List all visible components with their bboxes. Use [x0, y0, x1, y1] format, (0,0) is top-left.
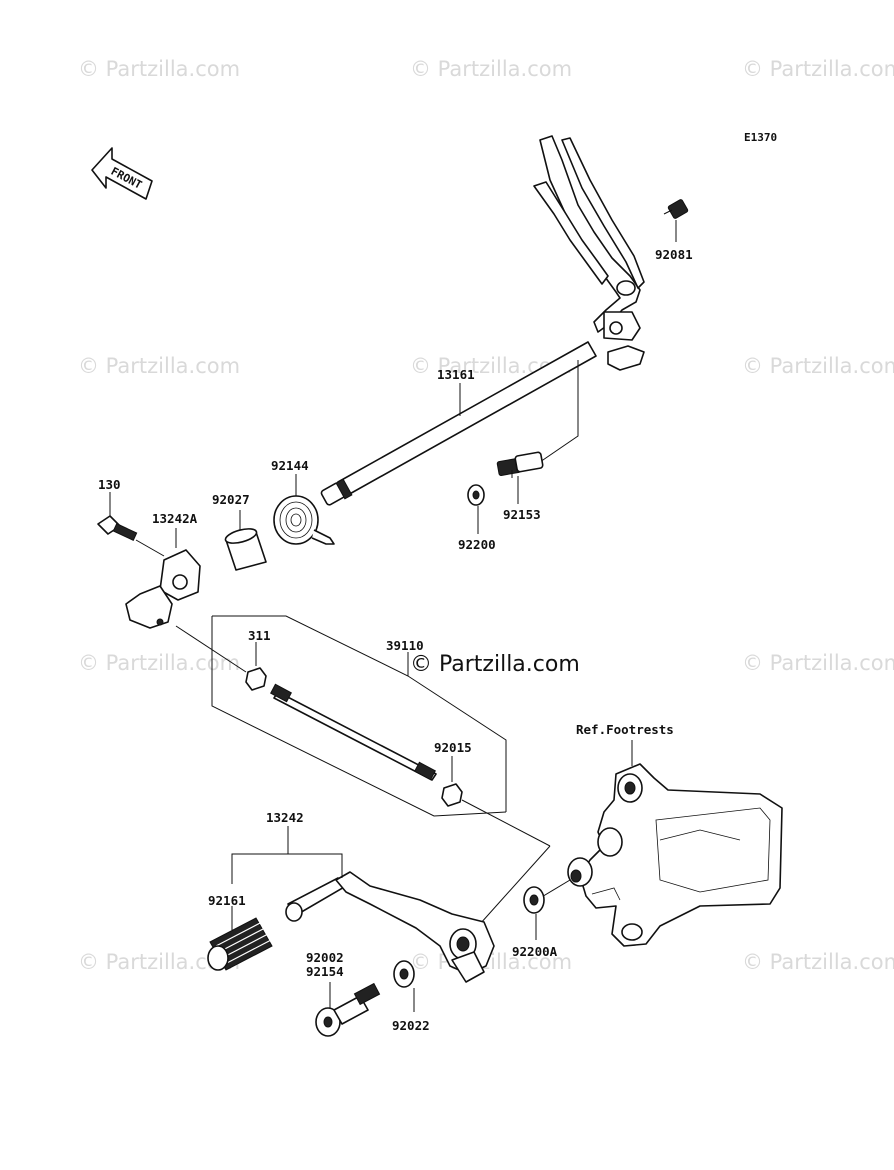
watermark: © Partzilla.com [742, 57, 894, 81]
footrest-bracket [567, 763, 783, 947]
shift-shaft-13161 [320, 341, 597, 506]
watermark-grid: © Partzilla.com © Partzilla.com © Partzi… [78, 57, 894, 974]
part-label-13161: 13161 [437, 367, 475, 382]
return-spring-92144 [273, 495, 335, 545]
part-label-92144: 92144 [271, 458, 309, 473]
leader-13242 [231, 853, 343, 884]
ref-footrests-label: Ref.Footrests [576, 722, 674, 737]
watermark: © Partzilla.com [78, 354, 240, 378]
washer-92200A-hole [529, 894, 539, 906]
part-label-13242A: 13242A [152, 511, 198, 526]
part-label-92153: 92153 [503, 507, 541, 522]
watermark: © Partzilla.com [78, 651, 240, 675]
part-label-92015: 92015 [434, 740, 472, 755]
center-watermark: © Partzilla.com [410, 652, 580, 677]
part-label-92200A: 92200A [512, 944, 558, 959]
tie-rod [270, 683, 437, 781]
leader-39110-bracket-lower [211, 616, 507, 817]
watermark: © Partzilla.com [742, 950, 894, 974]
part-label-92200: 92200 [458, 537, 496, 552]
shift-fork-assembly [533, 135, 645, 371]
part-label-92002: 92002 [306, 950, 344, 965]
watermark: © Partzilla.com [410, 57, 572, 81]
bolt-92153 [496, 451, 544, 478]
part-label-130: 130 [98, 477, 121, 492]
leader-130-to-arm [135, 539, 165, 557]
part-label-92154: 92154 [306, 964, 344, 979]
washer-92022-hole [399, 968, 409, 980]
part-label-92161: 92161 [208, 893, 246, 908]
collar-92027 [224, 528, 267, 571]
nut-92015 [441, 783, 463, 807]
leader-pedal-rod [479, 845, 551, 925]
leader-92015-to-pedal [461, 799, 551, 847]
watermark: © Partzilla.com [742, 651, 894, 675]
bolt-130 [97, 515, 138, 541]
shift-arm-13242A [125, 549, 201, 629]
diagram-code: E1370 [744, 131, 777, 144]
watermark: © Partzilla.com [742, 354, 894, 378]
pedal-rubber-92161 [207, 917, 273, 971]
washer-92200-hole [472, 490, 480, 500]
nut-311 [245, 667, 267, 691]
shift-pedal-13242 [285, 871, 495, 983]
part-label-92022: 92022 [392, 1018, 430, 1033]
watermark: © Partzilla.com [78, 57, 240, 81]
part-label-92027: 92027 [212, 492, 250, 507]
part-label-311: 311 [248, 628, 271, 643]
part-label-13242: 13242 [266, 810, 304, 825]
part-label-39110: 39110 [386, 638, 424, 653]
leader-bracket-pivot [539, 879, 571, 899]
leader-92153-shaft [539, 360, 579, 463]
pivot-bolt-92002 [315, 982, 381, 1037]
leader-311-to-arm [175, 625, 247, 673]
front-arrow-icon: FRONT [91, 147, 153, 200]
spring-92081 [663, 199, 689, 219]
part-label-92081: 92081 [655, 247, 693, 262]
